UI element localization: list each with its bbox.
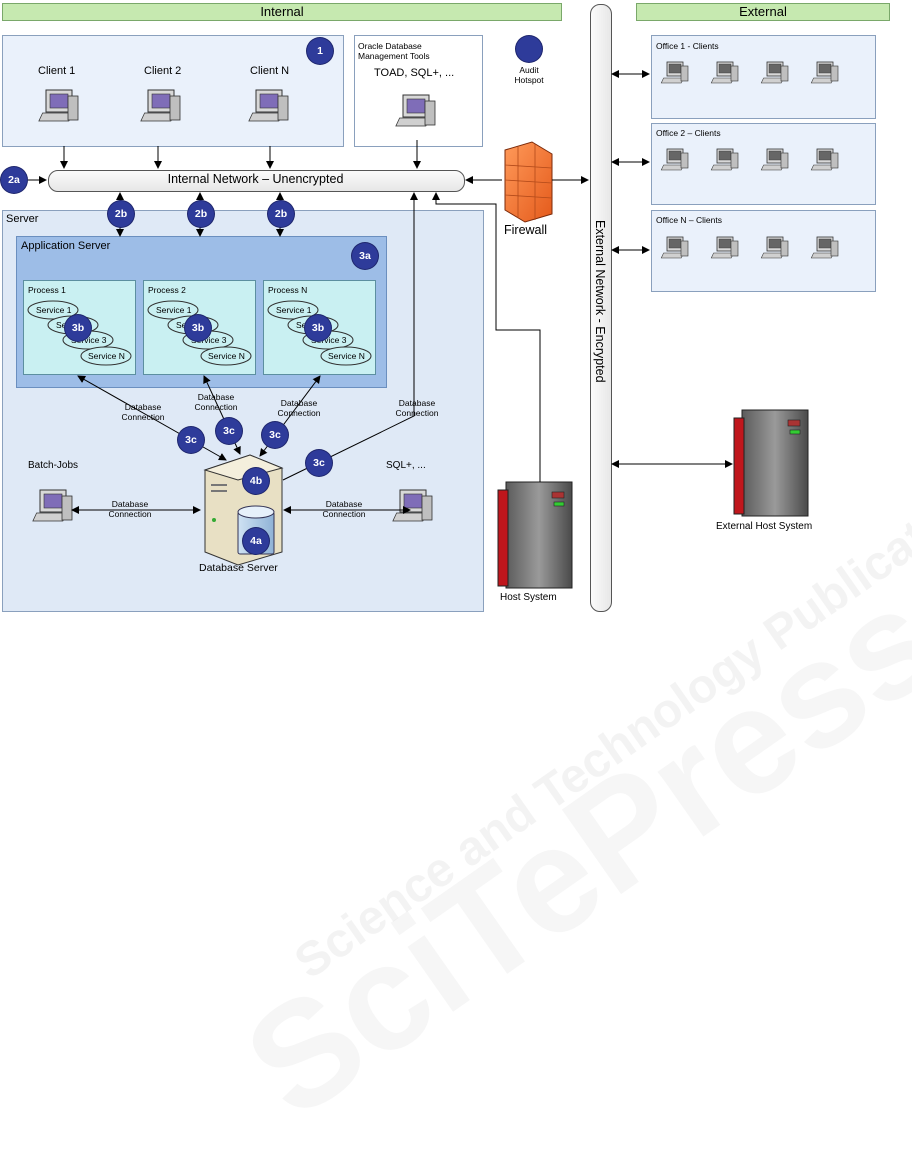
client-n-label: Client N [250,65,290,77]
badge-3c-1: 3c [178,427,204,453]
client-2-label: Client 2 [144,65,182,77]
badge-3c-4: 3c [306,450,332,476]
db-conn-label-batch: Database Connection [108,499,152,519]
server-label: Server [6,213,39,225]
office-1-label: Office 1 - Clients [656,41,719,51]
svg-text:Service N: Service N [208,351,245,361]
firewall-label: Firewall [504,223,548,237]
office-1-box [651,35,876,119]
badge-4b: 4b [243,468,269,494]
process-2-label: Process 2 [148,285,186,295]
badge-2b-1: 2b [108,201,134,227]
external-network-pipe [590,4,612,612]
badge-3c-2: 3c [216,418,242,444]
badge-3a: 3a [352,243,378,269]
badge-2b-3: 2b [268,201,294,227]
process-1-label: Process 1 [28,285,66,295]
svc-1-1: Service 1 [36,305,72,315]
office-2-box [651,123,876,205]
svg-text:Service 1: Service 1 [276,305,312,315]
badge-2a: 2a [1,167,27,193]
client-1-label: Client 1 [38,65,76,77]
oracle-tools-box [354,35,483,147]
app-server-label: Application Server [21,240,111,252]
office-n-box [651,210,876,292]
db-conn-label-sql: Database Connection [322,499,366,519]
svg-text:Service N: Service N [328,351,365,361]
sqlplus-label: SQL+, ... [386,460,426,471]
external-host-label: External Host System [716,521,813,532]
badge-3b-1: 3b [65,315,91,341]
internal-network-label: Internal Network – Unencrypted [167,172,344,186]
svg-text:Service 3: Service 3 [191,335,227,345]
svc-1-n: Service N [88,351,125,361]
office-2-label: Office 2 – Clients [656,128,721,138]
db-conn-label-4: Database Connection [395,398,439,418]
host-system-label: Host System [500,592,557,603]
oracle-tools-title: Oracle Database Management Tools [358,41,430,61]
badge-3b-2: 3b [185,315,211,341]
svg-text:Service 3: Service 3 [311,335,347,345]
svc-1-3: Service 3 [71,335,107,345]
batch-jobs-label: Batch-Jobs [28,460,79,471]
audit-hotspot-label: Audit Hotspot [514,65,544,85]
internal-network-pipe [48,170,465,192]
badge-3c-3: 3c [262,422,288,448]
badge-3b-3: 3b [305,315,331,341]
internal-header: Internal [2,3,562,21]
audit-hotspot-legend-icon [516,36,542,62]
external-header: External [636,3,890,21]
database-server-label: Database Server [199,562,278,574]
process-n-label: Process N [268,285,308,295]
oracle-tools-list: TOAD, SQL+, ... [374,67,455,79]
badge-1: 1 [307,38,333,64]
badge-4a: 4a [243,528,269,554]
svg-text:Service 1: Service 1 [156,305,192,315]
badge-2b-2: 2b [188,201,214,227]
office-n-label: Office N – Clients [656,215,722,225]
